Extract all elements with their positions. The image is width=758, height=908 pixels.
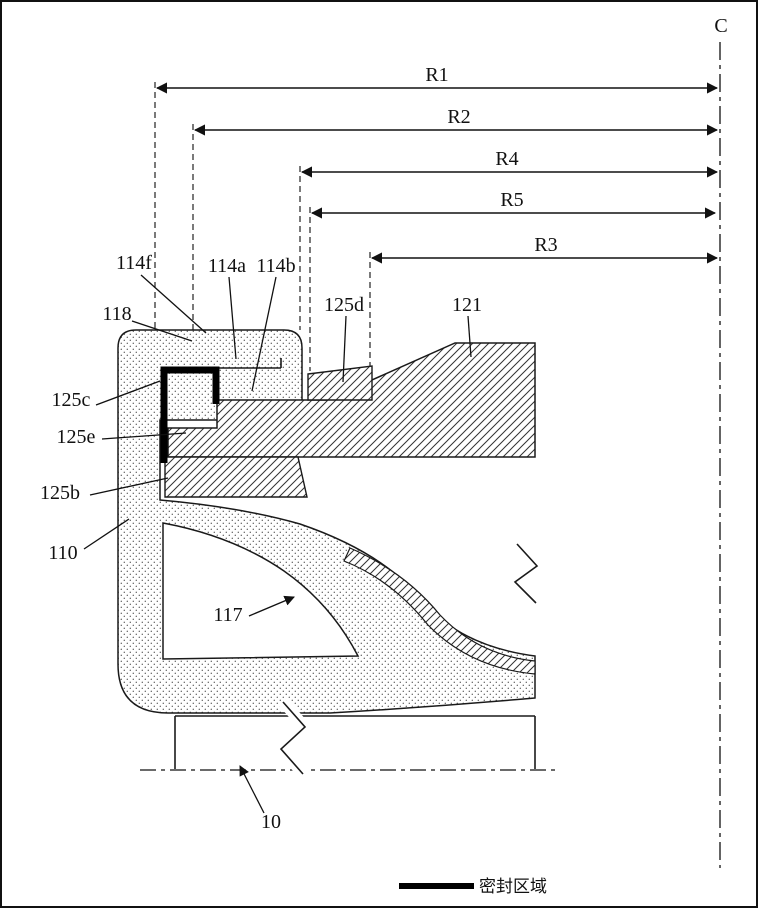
dim-label-r2: R2 bbox=[447, 106, 470, 128]
leader-125c bbox=[95, 380, 161, 406]
leader-110 bbox=[83, 518, 130, 550]
break-symbol-bottom bbox=[279, 701, 307, 775]
band-125b-hatched bbox=[164, 456, 308, 498]
core-strip-lower-hatched bbox=[343, 547, 536, 675]
part-label-125b: 125b bbox=[40, 482, 80, 504]
leader-125d bbox=[342, 315, 347, 383]
part-label-10: 10 bbox=[261, 811, 281, 833]
wedge-125d-hatched bbox=[307, 365, 373, 401]
leader-118 bbox=[131, 320, 193, 342]
leader-arrow-10 bbox=[239, 765, 265, 814]
part-label-121: 121 bbox=[452, 294, 482, 316]
break-symbol-right bbox=[513, 543, 539, 604]
part-label-117: 117 bbox=[213, 604, 242, 626]
leader-121 bbox=[467, 315, 472, 358]
dim-label-r1: R1 bbox=[425, 64, 448, 86]
part-label-114a: 114a bbox=[208, 255, 246, 277]
part-label-114f: 114f bbox=[116, 252, 152, 274]
legend-seal-label: 密封区域 bbox=[479, 877, 547, 896]
leader-114f bbox=[140, 274, 207, 334]
centerline-label: C bbox=[714, 15, 727, 37]
part-label-118: 118 bbox=[102, 303, 131, 325]
leader-125e bbox=[101, 432, 187, 440]
leader-arrow-117 bbox=[248, 595, 295, 617]
dim-label-r5: R5 bbox=[500, 189, 523, 211]
dim-label-r3: R3 bbox=[534, 234, 557, 256]
part-label-110: 110 bbox=[48, 542, 77, 564]
leader-114a bbox=[228, 276, 237, 360]
leader-125b bbox=[89, 477, 169, 496]
part-label-114b: 114b bbox=[256, 255, 295, 277]
seal-region-thick-line bbox=[160, 366, 220, 463]
part-label-125e: 125e bbox=[57, 426, 96, 448]
dim-label-r4: R4 bbox=[495, 148, 518, 170]
leader-114b bbox=[251, 276, 277, 392]
part-label-125c: 125c bbox=[52, 389, 91, 411]
part-label-125d: 125d bbox=[324, 294, 364, 316]
